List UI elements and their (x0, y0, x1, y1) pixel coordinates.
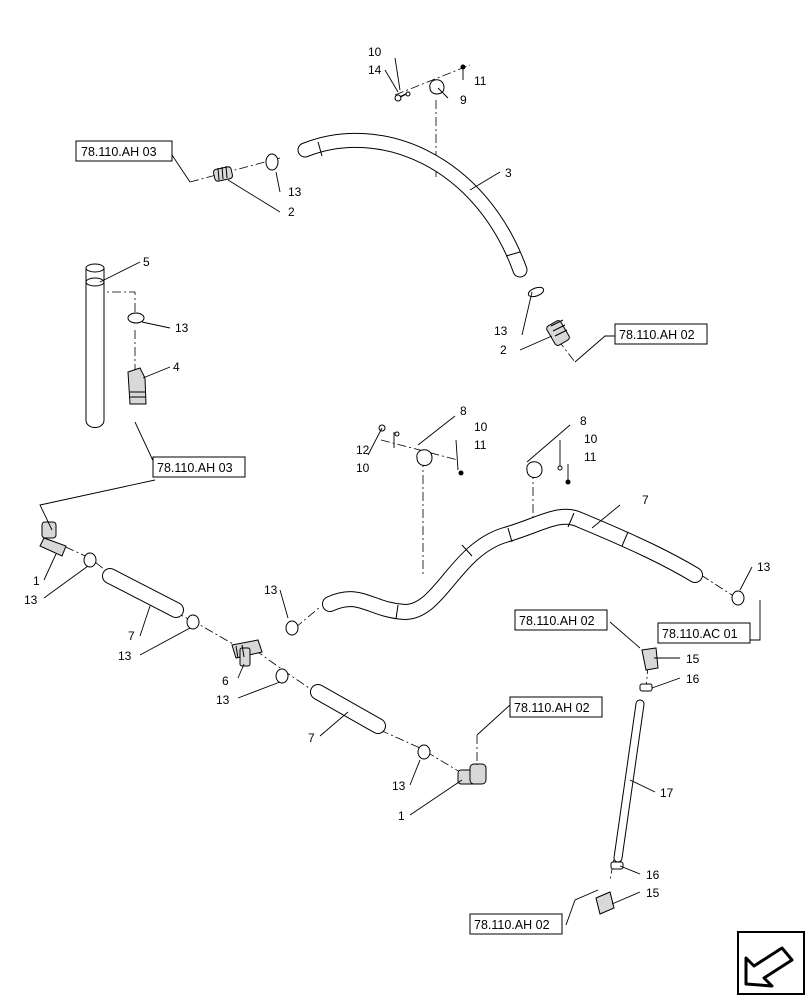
callout-10: 10 (584, 432, 598, 446)
clip-part-8-right (526, 461, 543, 478)
elbow-part-4 (127, 367, 147, 405)
ref-label-1: 78.110.AH 03 (81, 145, 157, 159)
ref-box-6[interactable]: 78.110.AH 02 (509, 696, 603, 718)
callout-15: 15 (646, 886, 660, 900)
clamp-part-13-tube (127, 312, 145, 324)
clip-part-8-left (416, 449, 433, 466)
elbow-part-1-upper (39, 521, 67, 557)
callout-10: 10 (356, 461, 370, 475)
tube-part-5 (85, 268, 105, 428)
clamp-part-16-lower (610, 861, 624, 870)
callout-1: 1 (33, 574, 40, 588)
callout-4: 4 (173, 360, 180, 374)
callout-14: 14 (368, 63, 382, 77)
left-hose-run (39, 521, 487, 785)
ref-label-2: 78.110.AH 02 (619, 328, 695, 342)
clamp-part-13-a (83, 552, 97, 568)
callout-3: 3 (505, 166, 512, 180)
fitting-part-15-lower (595, 891, 615, 915)
callout-11: 11 (474, 74, 487, 88)
lower-hose-assembly (285, 424, 745, 636)
fitting-part-2-right (546, 319, 570, 346)
ref-label-6: 78.110.AH 02 (514, 701, 590, 715)
callout-2: 2 (288, 205, 295, 219)
callout-2: 2 (500, 343, 507, 357)
callout-12: 12 (356, 443, 370, 457)
callout-15: 15 (686, 652, 700, 666)
washer-part-10-center (394, 431, 400, 437)
callout-13: 13 (175, 321, 189, 335)
callout-11: 11 (474, 438, 487, 452)
tee-part-6 (231, 639, 263, 667)
callout-8: 8 (460, 404, 467, 418)
clamp-part-16-upper (639, 683, 653, 692)
callout-1: 1 (398, 809, 405, 823)
callout-13: 13 (216, 693, 230, 707)
callout-9: 9 (460, 93, 467, 107)
callout-13: 13 (757, 560, 771, 574)
vertical-tube-assembly (85, 263, 147, 428)
callout-13: 13 (264, 583, 278, 597)
ref-box-5[interactable]: 78.110.AC 01 (657, 622, 751, 644)
callout-7: 7 (308, 731, 315, 745)
callout-5: 5 (143, 255, 150, 269)
fitting-part-15-upper (641, 647, 659, 671)
clamp-part-13-right (731, 590, 745, 606)
callout-13: 13 (392, 779, 406, 793)
leader-lines (39, 57, 761, 926)
nut-part-11-right (565, 479, 571, 485)
ref-box-2[interactable]: 78.110.AH 02 (614, 323, 708, 345)
clamp-part-13-center (285, 620, 299, 636)
callout-10: 10 (474, 420, 488, 434)
bolt-part-14 (394, 93, 407, 102)
elbow-part-1-lower (457, 763, 487, 785)
upper-hose-assembly (189, 64, 576, 363)
callout-6: 6 (222, 674, 229, 688)
ref-label-7: 78.110.AH 02 (474, 918, 550, 932)
ref-label-4: 78.110.AH 02 (519, 614, 595, 628)
callout-16: 16 (686, 672, 700, 686)
clamp-part-13-b (186, 614, 200, 630)
callout-11: 11 (584, 450, 597, 464)
ref-box-7[interactable]: 78.110.AH 02 (469, 913, 563, 935)
clamp-part-13-d (417, 744, 431, 760)
callout-7: 7 (128, 629, 135, 643)
washer-part-10-top (405, 91, 411, 97)
callout-13: 13 (24, 593, 38, 607)
ref-box-3[interactable]: 78.110.AH 03 (152, 456, 246, 478)
clamp-part-13-upper-right (527, 286, 545, 298)
callout-7: 7 (642, 493, 649, 507)
callout-13: 13 (288, 185, 302, 199)
ref-box-4[interactable]: 78.110.AH 02 (514, 609, 608, 631)
clamp-part-13-c (275, 668, 289, 684)
callout-13: 13 (118, 649, 132, 663)
nut-part-11-center (458, 470, 464, 476)
right-tube-assembly (595, 647, 659, 915)
fitting-part-2-left (213, 165, 233, 182)
washer-part-10-right (557, 465, 563, 471)
callout-16: 16 (646, 868, 660, 882)
callout-17: 17 (660, 786, 674, 800)
callout-8: 8 (580, 414, 587, 428)
clamp-part-13-top (265, 153, 279, 171)
callout-13: 13 (494, 324, 508, 338)
callout-10: 10 (368, 45, 382, 59)
ref-label-5: 78.110.AC 01 (662, 627, 738, 641)
callout-numbers: 10 14 11 9 13 2 3 5 13 4 13 2 8 10 12 10… (24, 45, 771, 900)
ref-label-3: 78.110.AH 03 (157, 461, 233, 475)
navigation-arrow-icon[interactable] (737, 931, 805, 995)
ref-box-1[interactable]: 78.110.AH 03 (75, 140, 173, 162)
nut-part-11-top (460, 64, 466, 70)
